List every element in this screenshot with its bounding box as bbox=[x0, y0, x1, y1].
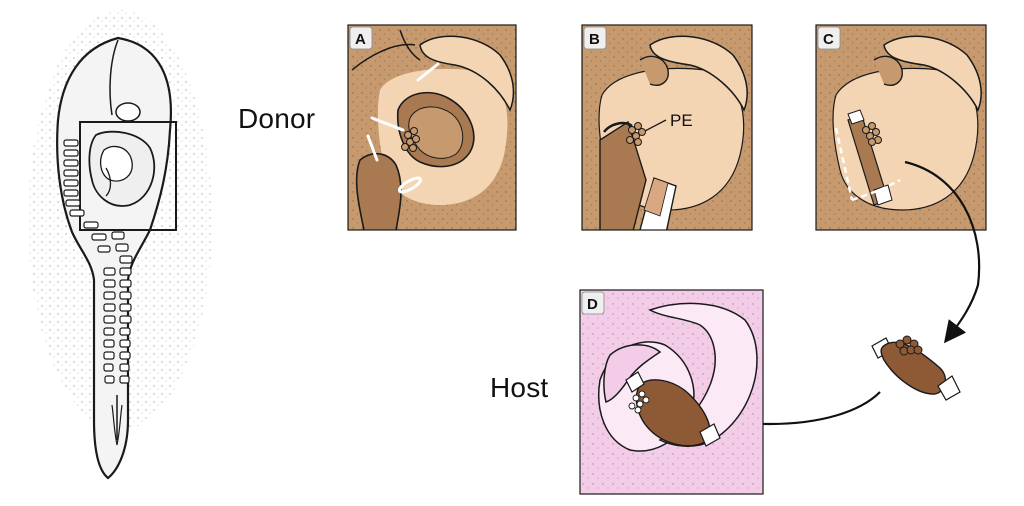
host-label: Host bbox=[490, 372, 549, 403]
panel-c-letter: C bbox=[823, 31, 834, 48]
somites bbox=[63, 139, 133, 384]
panel-b: B PE bbox=[581, 24, 753, 231]
panel-d: D bbox=[579, 289, 764, 495]
donor-label: Donor bbox=[238, 103, 316, 134]
embryo-region-box bbox=[79, 121, 177, 231]
embryo-optic-vesicle bbox=[115, 102, 141, 122]
panel-a: A bbox=[347, 24, 517, 231]
pe-label: PE bbox=[670, 111, 693, 130]
embryo-illustration bbox=[28, 10, 212, 480]
panel-c: C bbox=[815, 24, 987, 231]
transfer-arrow-down bbox=[904, 160, 981, 344]
pe-pointer-line bbox=[644, 119, 667, 132]
panel-b-letter: B bbox=[589, 31, 600, 48]
panel-a-letter: A bbox=[355, 31, 366, 48]
explant-graft bbox=[871, 335, 961, 401]
cut-lines-a bbox=[366, 62, 440, 194]
cut-dashes-c bbox=[834, 127, 901, 202]
panel-d-letter: D bbox=[587, 296, 598, 313]
